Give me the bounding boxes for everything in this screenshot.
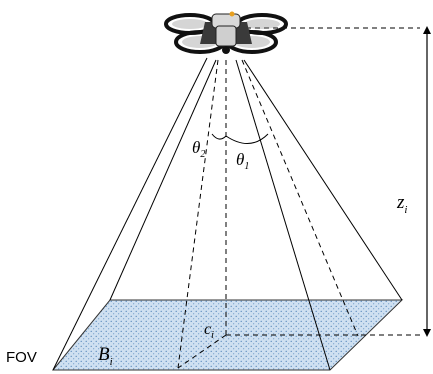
- quadcopter-drone-icon: [164, 11, 288, 54]
- fov-pyramid-edges: [52, 57, 403, 371]
- footprint-label: Bi: [98, 344, 113, 368]
- fov-label: FOV: [6, 349, 37, 366]
- inner-dashed-rays: [177, 27, 420, 369]
- theta1-label: θ1: [236, 150, 249, 172]
- height-label: zi: [396, 192, 407, 216]
- theta2-label: θ2: [192, 138, 205, 160]
- angle-arcs: [211, 133, 269, 144]
- center-label: ci: [204, 321, 214, 341]
